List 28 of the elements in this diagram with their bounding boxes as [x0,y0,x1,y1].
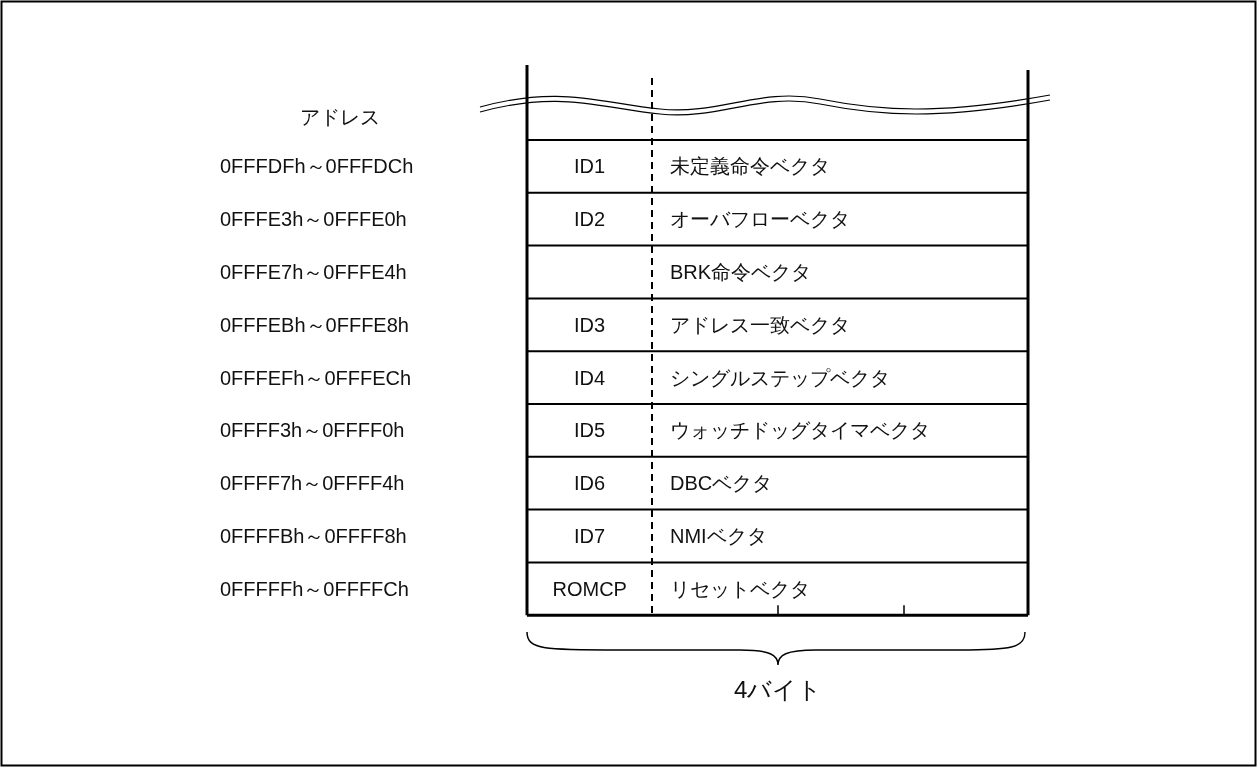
vector-name-text: アドレス一致ベクタ [670,312,850,337]
vector-name-text: シングルステップベクタ [670,365,890,390]
column-header: アドレス [300,105,380,129]
vector-name-text: NMIベクタ [670,524,767,548]
address-text: 0FFFDFh～0FFFDCh [220,154,414,179]
vector-name-text: DBCベクタ [670,471,773,496]
id-text: ID1 [574,154,606,179]
address-text: 0FFFEFh～0FFFECh [220,365,412,390]
vector-name-text: BRK命令ベクタ [670,260,812,284]
address-text: 0FFFF3h～0FFFF0h [220,418,405,443]
address-text: 0FFFFFh～0FFFFCh [220,576,409,601]
id-text: ID3 [574,312,606,337]
vector-name-text: オーバフローベクタ [670,207,850,232]
address-text: 0FFFFBh～0FFFF8h [220,524,407,548]
address-text: 0FFFE3h～0FFFE0h [220,207,407,232]
id-text: ID7 [574,524,606,548]
vector-name-text: ウォッチドッグタイマベクタ [670,418,930,443]
address-text: 0FFFEBh～0FFFE8h [220,312,409,337]
address-text: 0FFFF7h～0FFFF4h [220,471,405,496]
width-label: 4バイト [734,678,823,702]
vector-name-text: リセットベクタ [670,576,810,601]
id-text: ROMCP [552,576,627,601]
address-text: 0FFFE7h～0FFFE4h [220,260,407,284]
id-text: ID2 [574,207,606,232]
id-text: ID6 [574,471,606,496]
vector-name-text: 未定義命令ベクタ [670,154,830,179]
id-text: ID5 [574,418,606,443]
id-text: ID4 [574,365,606,390]
